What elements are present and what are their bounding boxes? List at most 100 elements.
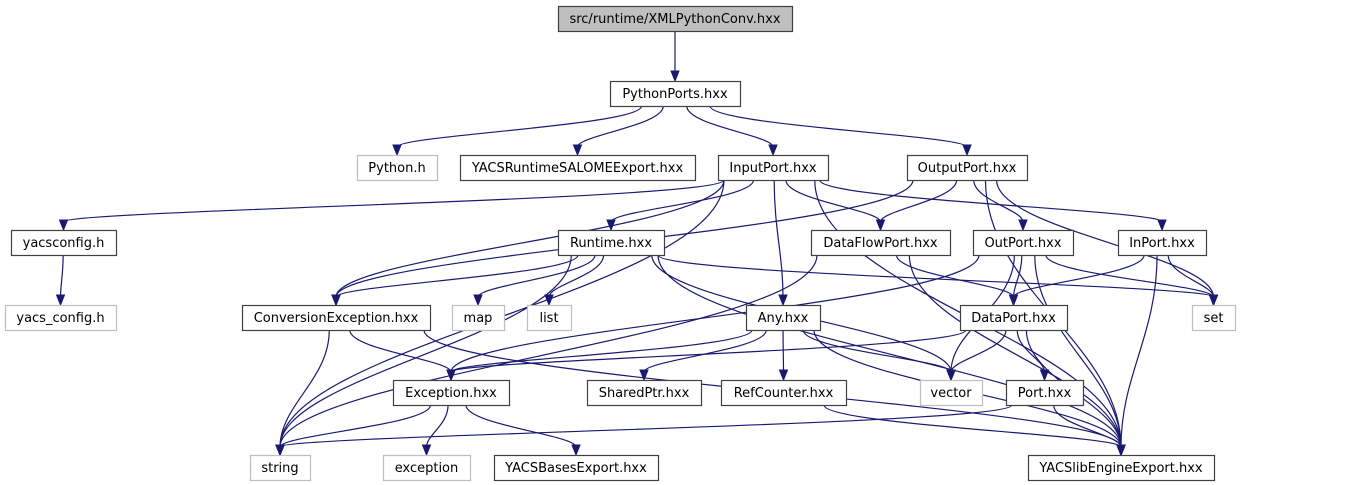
edge-inputport-to-dataflowport bbox=[785, 179, 882, 223]
node-port[interactable]: Port.hxx bbox=[1005, 379, 1085, 407]
node-box bbox=[451, 304, 506, 332]
edge-exception_hxx-to-exception bbox=[425, 404, 449, 448]
node-box bbox=[972, 229, 1075, 257]
edge-outport-to-set bbox=[1045, 254, 1215, 298]
node-label: Python.h bbox=[368, 161, 425, 176]
edge-dataflowport-to-string bbox=[279, 254, 818, 448]
edge-conversionexception-to-string bbox=[279, 329, 330, 448]
node-label: map bbox=[464, 311, 493, 326]
edge-exception_hxx-to-yacsbasesexport bbox=[465, 404, 577, 448]
arrowhead-yacsconfig-to-yacs_config bbox=[55, 294, 66, 307]
node-yacsconfig[interactable]: yacsconfig.h bbox=[10, 229, 118, 257]
node-box bbox=[959, 304, 1069, 332]
edge-runtime-to-conversionexception bbox=[335, 254, 579, 298]
node-yacsruntimesalome[interactable]: YACSRuntimeSALOMEExport.hxx bbox=[459, 154, 697, 182]
node-label: exception bbox=[395, 461, 459, 476]
node-label: Runtime.hxx bbox=[570, 236, 652, 251]
node-label: yacsconfig.h bbox=[23, 236, 105, 251]
node-box bbox=[586, 379, 703, 407]
edge-dataport-to-exception_hxx bbox=[450, 329, 967, 373]
node-box bbox=[493, 454, 660, 482]
node-inport[interactable]: InPort.hxx bbox=[1117, 229, 1208, 257]
node-box bbox=[459, 154, 697, 182]
node-box bbox=[906, 154, 1029, 182]
node-dataport[interactable]: DataPort.hxx bbox=[959, 304, 1069, 332]
edge-exception_hxx-to-string bbox=[279, 404, 432, 448]
edge-yacsconfig-to-yacs_config bbox=[59, 254, 64, 298]
node-outputport[interactable]: OutputPort.hxx bbox=[906, 154, 1029, 182]
node-conversionexception[interactable]: ConversionException.hxx bbox=[241, 304, 432, 332]
node-label: Exception.hxx bbox=[405, 386, 497, 401]
node-pythonh: Python.h bbox=[356, 154, 439, 182]
edge-pythonports-to-yacsruntimesalome bbox=[576, 105, 664, 148]
node-refcounter[interactable]: RefCounter.hxx bbox=[720, 379, 848, 407]
node-dataflowport[interactable]: DataFlowPort.hxx bbox=[810, 229, 952, 257]
arrowhead-pythonports-to-outputport bbox=[962, 144, 972, 157]
node-box bbox=[382, 454, 472, 482]
arrowhead-dataport-to-exception_hxx bbox=[446, 369, 456, 382]
node-box bbox=[609, 80, 742, 108]
node-yacsbasesexport[interactable]: YACSBasesExport.hxx bbox=[493, 454, 660, 482]
node-box bbox=[10, 229, 118, 257]
node-box bbox=[526, 304, 573, 332]
node-box bbox=[919, 379, 984, 407]
node-inputport[interactable]: InputPort.hxx bbox=[717, 154, 830, 182]
arrowhead-runtime-to-conversionexception bbox=[331, 294, 341, 307]
nodes-layer: src/runtime/XMLPythonConv.hxxPythonPorts… bbox=[4, 5, 1237, 482]
edge-runtime-to-string bbox=[279, 254, 572, 448]
arrowhead-inport-to-set bbox=[1208, 294, 1219, 307]
edge-outputport-to-outport bbox=[973, 179, 1024, 223]
arrowhead-pythonports-to-yacsruntimesalome bbox=[572, 144, 583, 157]
node-label: string bbox=[261, 461, 298, 476]
arrowhead-pythonports-to-inputport bbox=[768, 144, 778, 157]
node-yacslibengineexport[interactable]: YACSlibEngineExport.hxx bbox=[1027, 454, 1216, 482]
edge-runtime-to-map bbox=[477, 254, 596, 298]
node-label: InputPort.hxx bbox=[729, 161, 816, 176]
node-label: YACSBasesExport.hxx bbox=[504, 461, 647, 476]
node-label: Port.hxx bbox=[1018, 386, 1072, 401]
arrowhead-port-to-yacslibengineexport bbox=[1116, 444, 1126, 457]
arrowhead-exception_hxx-to-yacsbasesexport bbox=[571, 444, 581, 457]
edge-pythonports-to-inputport bbox=[686, 105, 774, 148]
node-outport[interactable]: OutPort.hxx bbox=[972, 229, 1075, 257]
node-box bbox=[745, 304, 822, 332]
node-string: string bbox=[249, 454, 312, 482]
node-label: SharedPtr.hxx bbox=[599, 386, 690, 401]
edge-refcounter-to-yacslibengineexport bbox=[823, 404, 1122, 448]
node-box bbox=[1027, 454, 1216, 482]
node-box bbox=[392, 379, 511, 407]
node-box bbox=[356, 154, 439, 182]
node-label: ConversionException.hxx bbox=[254, 311, 419, 326]
edge-inputport-to-yacsconfig bbox=[62, 179, 725, 223]
arrowhead-any-to-refcounter bbox=[778, 369, 789, 382]
node-yacs_config: yacs_config.h bbox=[4, 304, 118, 332]
node-label: OutputPort.hxx bbox=[918, 161, 1017, 176]
node-box bbox=[557, 229, 666, 257]
arrowhead-inport-to-dataport bbox=[1008, 294, 1019, 307]
node-set: set bbox=[1191, 304, 1237, 332]
node-label: yacs_config.h bbox=[16, 311, 104, 326]
edge-outport-to-exception_hxx bbox=[450, 254, 980, 373]
node-any[interactable]: Any.hxx bbox=[745, 304, 822, 332]
node-box bbox=[720, 379, 848, 407]
edge-port-to-yacslibengineexport bbox=[1053, 404, 1122, 448]
node-list: list bbox=[526, 304, 573, 332]
node-runtime[interactable]: Runtime.hxx bbox=[557, 229, 666, 257]
arrowhead-inputport-to-yacsconfig bbox=[58, 219, 69, 232]
edge-port-to-string bbox=[279, 404, 1013, 448]
edge-any-to-vector bbox=[802, 329, 952, 373]
node-label: Any.hxx bbox=[758, 311, 809, 326]
edge-dataport-to-port bbox=[1016, 329, 1046, 373]
node-box bbox=[810, 229, 952, 257]
node-label: DataFlowPort.hxx bbox=[823, 236, 938, 251]
edge-any-to-exception_hxx bbox=[450, 329, 753, 373]
node-exception_hxx[interactable]: Exception.hxx bbox=[392, 379, 511, 407]
edge-pythonports-to-outputport bbox=[709, 105, 968, 148]
node-vector: vector bbox=[919, 379, 984, 407]
node-pythonports[interactable]: PythonPorts.hxx bbox=[609, 80, 742, 108]
node-root: src/runtime/XMLPythonConv.hxx bbox=[557, 5, 794, 33]
node-sharedptr[interactable]: SharedPtr.hxx bbox=[586, 379, 703, 407]
node-box bbox=[1191, 304, 1237, 332]
arrowhead-inputport-to-inport bbox=[1157, 219, 1167, 232]
edge-inputport-to-inport bbox=[819, 179, 1163, 223]
